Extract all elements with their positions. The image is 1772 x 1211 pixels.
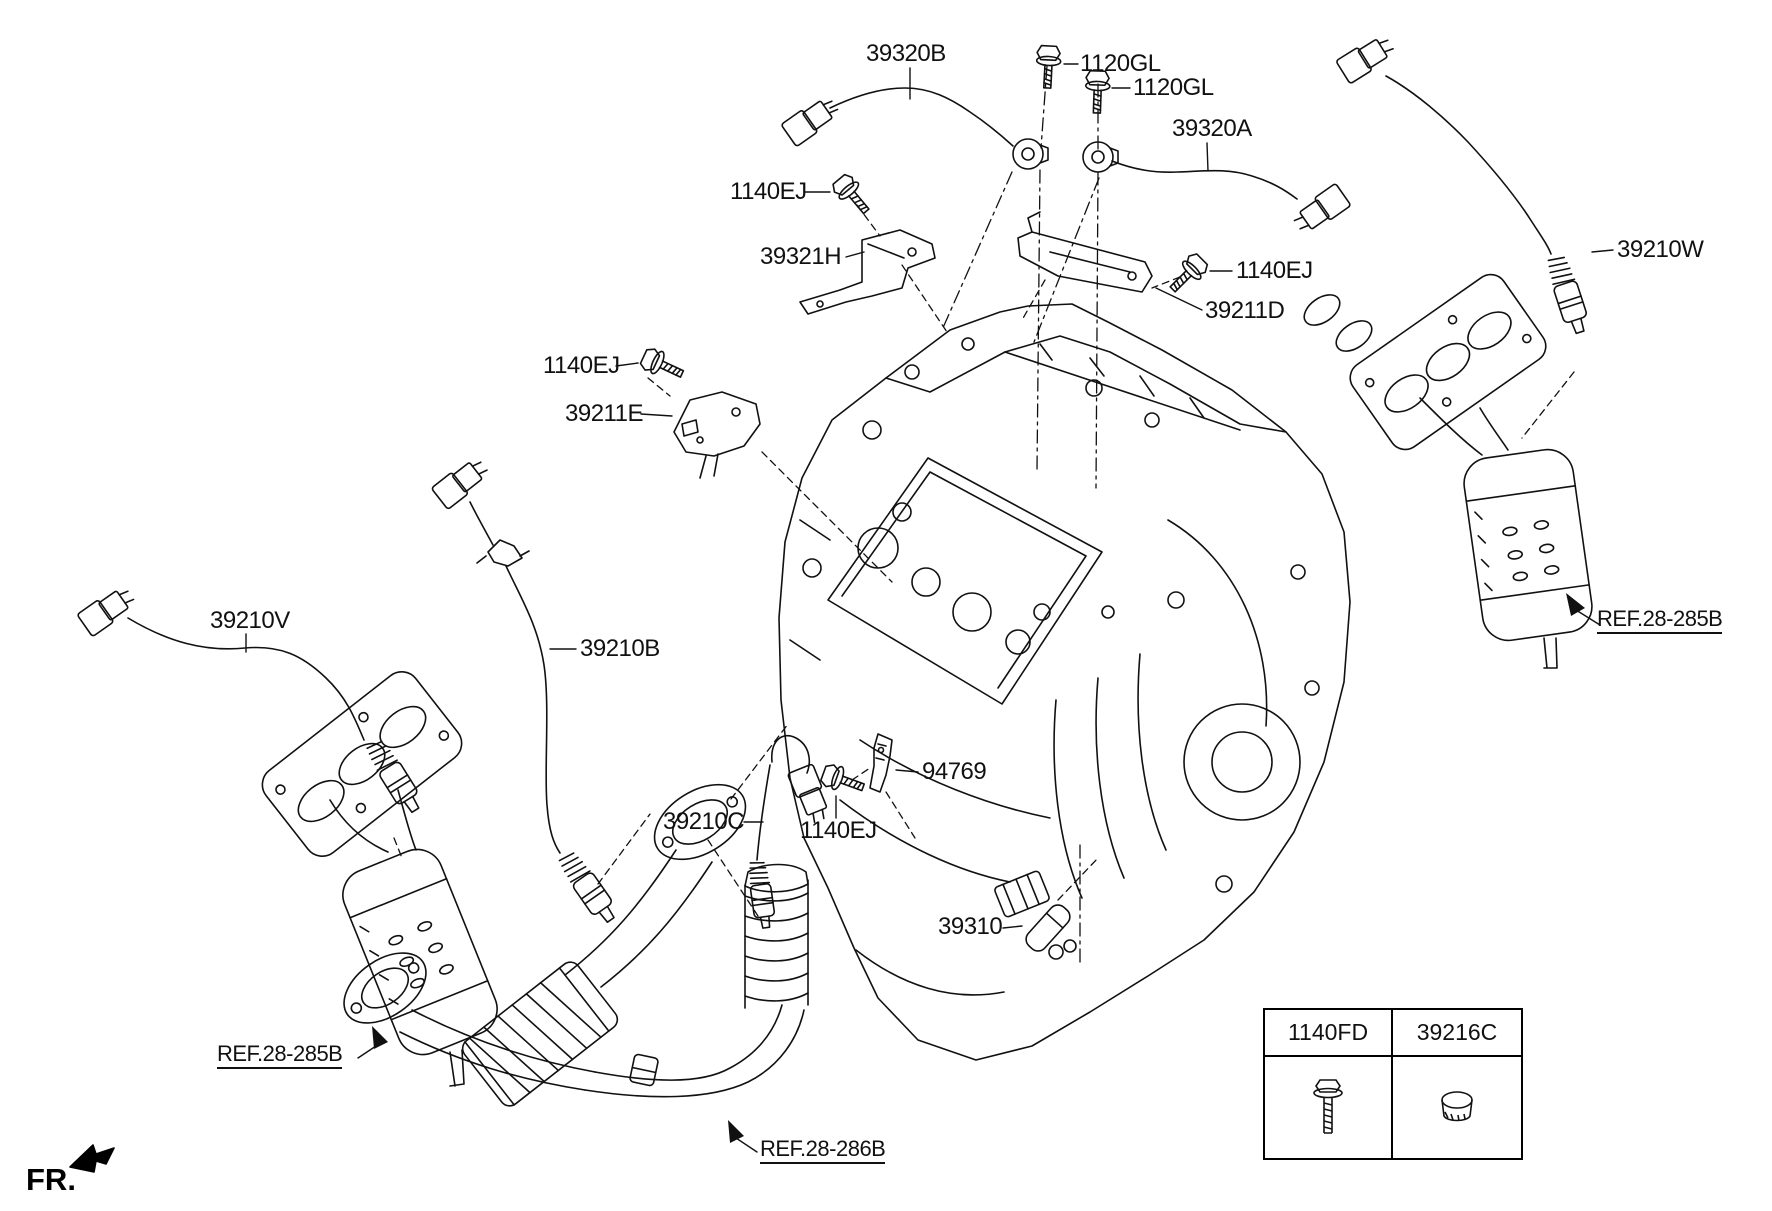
part-label-39310: 39310 — [938, 913, 1003, 940]
front-direction-label: FR. — [26, 1162, 76, 1197]
oxygen-sensor-39210W-drawing — [1335, 31, 1593, 337]
sensor-body-icon — [1543, 253, 1593, 337]
part-label-39210V: 39210V — [210, 607, 290, 634]
part-label-1140EJ-2: 1140EJ — [1236, 257, 1313, 284]
bolt-1140EJ-icon — [829, 170, 877, 220]
sensor-body-icon — [555, 848, 622, 928]
knock-sensor-icon — [1082, 141, 1119, 173]
bracket-39321H-drawing — [800, 230, 935, 314]
ref-arrow-tails — [358, 610, 1600, 1152]
legend-header-1140FD: 1140FD — [1265, 1010, 1393, 1055]
catalytic-converter-left — [335, 842, 505, 1063]
part-label-39211D: 39211D — [1205, 297, 1285, 324]
bracket-39211D-drawing — [1018, 212, 1152, 292]
converter-stud — [450, 1050, 464, 1086]
centerlines — [942, 66, 1099, 962]
exhaust-manifold-left-drawing — [255, 665, 505, 1086]
knock-sensor-harness-39320B-drawing — [780, 88, 1049, 170]
leader-lines — [246, 64, 1613, 928]
part-label-94769: 94769 — [922, 758, 987, 785]
pipe-clamp-icon — [629, 1054, 658, 1086]
knock-sensor-icon — [1012, 138, 1049, 170]
converter-stud — [1544, 638, 1557, 668]
projection-lines — [394, 205, 1574, 916]
part-label-39321H: 39321H — [760, 243, 842, 270]
catalytic-converter-right — [1461, 446, 1596, 644]
bolt-1140EJ-icon — [1163, 250, 1212, 299]
part-label-1140EJ-1: 1140EJ — [730, 178, 807, 205]
fr-direction-arrow-icon — [70, 1145, 114, 1172]
connector-icon — [430, 453, 493, 511]
bolt-1140EJ-icon — [818, 760, 868, 800]
part-label-39211E: 39211E — [565, 400, 643, 427]
bellows-section — [745, 865, 808, 1009]
bracket-94769-drawing — [870, 734, 892, 792]
knock-sensor-harness-39320A-drawing — [1082, 141, 1352, 238]
ref-link-28-286B[interactable]: REF.28-286B — [760, 1138, 886, 1164]
part-label-1140EJ-3: 1140EJ — [543, 352, 620, 379]
engine-assembly-drawing — [779, 304, 1350, 1060]
connector-icon — [76, 582, 139, 638]
part-label-39210W: 39210W — [1617, 236, 1704, 263]
wire-clamp-icon — [477, 540, 529, 566]
legend-header-39216C: 39216C — [1416, 1019, 1498, 1045]
flex-pipe-section — [459, 958, 622, 1110]
legend-cell-bolt — [1265, 1057, 1393, 1158]
bracket-39211E-drawing — [674, 392, 760, 478]
ref-link-28-285B-right[interactable]: REF.28-285B — [1597, 608, 1723, 634]
crankshaft-sensor-39310-drawing — [994, 870, 1076, 955]
ref-link-28-285B-left[interactable]: REF.28-285B — [217, 1043, 343, 1069]
plug-icon — [1435, 1088, 1479, 1128]
oxygen-sensor-39210B-drawing — [430, 453, 622, 928]
bolt-1140EJ-icon — [637, 344, 688, 386]
connector-icon — [780, 92, 843, 148]
part-label-1120GL-2: 1120GL — [1133, 74, 1214, 101]
legend-cell-plug — [1393, 1057, 1521, 1158]
part-label-1120GL-1: 1120GL — [1080, 50, 1161, 77]
bolt-1120GL-icon — [1034, 44, 1063, 90]
connector-icon — [1289, 182, 1352, 238]
exhaust-manifold-right-drawing — [1299, 268, 1596, 668]
bolt-icon — [1308, 1075, 1348, 1141]
part-label-39320A: 39320A — [1172, 115, 1252, 142]
part-label-39210B: 39210B — [580, 635, 660, 662]
oxygen-sensor-39210C-drawing — [746, 736, 834, 930]
fastener-legend-table: 1140FD 39216C — [1263, 1008, 1523, 1160]
ref-arrows — [372, 593, 1585, 1143]
front-exhaust-pipe-drawing — [331, 769, 808, 1110]
part-label-1140EJ-4: 1140EJ — [800, 817, 877, 844]
oxygen-sensor-39210V-drawing — [76, 582, 427, 818]
part-label-39210C: 39210C — [663, 808, 745, 835]
part-label-39320B: 39320B — [866, 40, 946, 67]
